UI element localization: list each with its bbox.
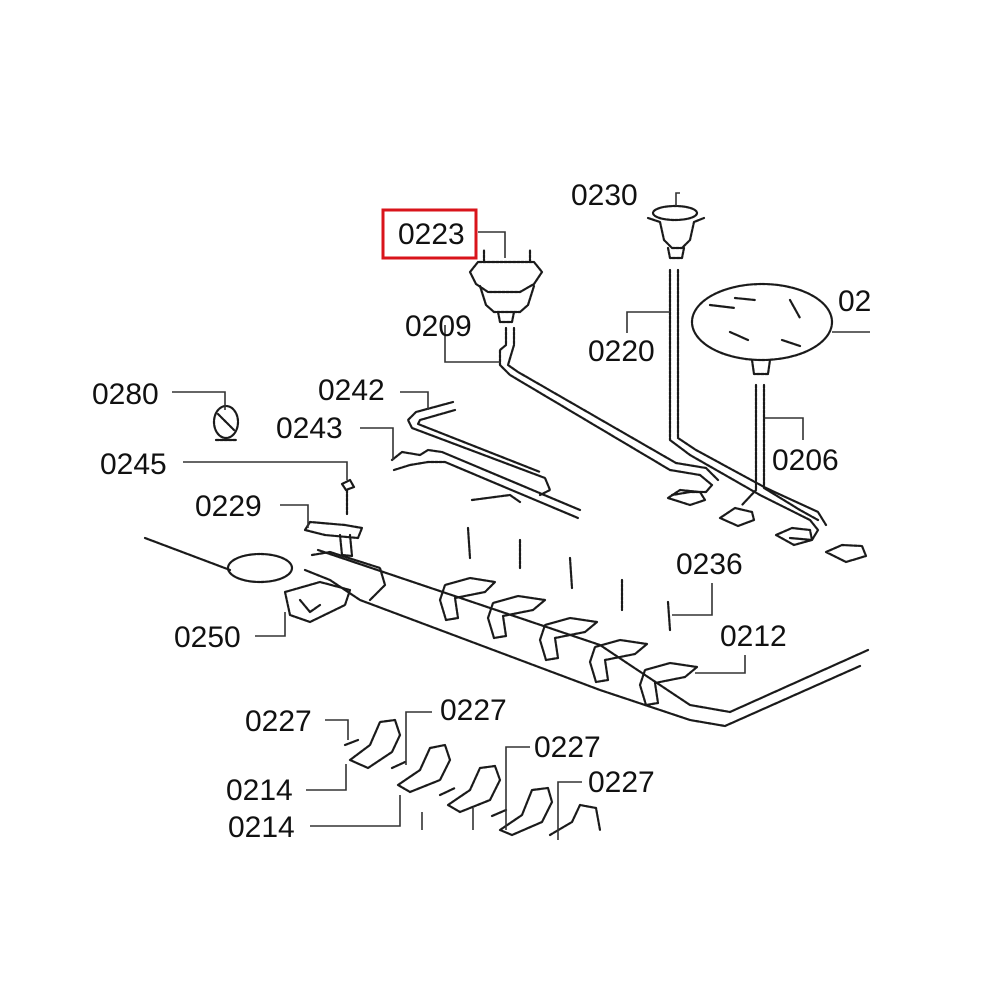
- right-crop: [870, 200, 1000, 720]
- leader-0236: [672, 583, 713, 616]
- label-0245[interactable]: 0245: [100, 448, 167, 481]
- label-0206[interactable]: 0206: [772, 444, 839, 477]
- label-0236[interactable]: 0236: [676, 548, 743, 581]
- leader-0209: [444, 325, 500, 363]
- part-0229-bracket[interactable]: [303, 520, 364, 558]
- leader-0280: [172, 391, 226, 410]
- label-0220[interactable]: 0220: [588, 335, 655, 368]
- label-0212[interactable]: 0212: [720, 620, 787, 653]
- label-0227-c[interactable]: 0227: [534, 731, 601, 764]
- leader-0227d: [557, 781, 582, 840]
- label-0214-a[interactable]: 0214: [226, 774, 293, 807]
- label-02-partial[interactable]: 02: [838, 285, 871, 318]
- leader-0242: [400, 391, 429, 410]
- label-0229[interactable]: 0229: [195, 490, 262, 523]
- part-0245-screw[interactable]: [340, 478, 356, 517]
- leader-0223: [478, 231, 506, 258]
- leader-0250: [255, 612, 286, 637]
- label-0227-a[interactable]: 0227: [245, 705, 312, 738]
- leader-0245: [183, 461, 348, 480]
- part-0220-gas-pipe[interactable]: [668, 268, 828, 542]
- leader-0214b: [310, 795, 401, 827]
- highlight-box-0223: [381, 208, 478, 260]
- leader-0229: [280, 504, 309, 528]
- leader-0243: [360, 427, 394, 460]
- part-0214-valves[interactable]: [343, 718, 602, 837]
- bottom-crop: [0, 852, 1000, 1000]
- leader-0206: [765, 417, 804, 440]
- part-0243-pipe-fitting[interactable]: [390, 448, 582, 520]
- leader-0220: [626, 311, 670, 333]
- part-0223-burner-cup[interactable]: [468, 248, 544, 324]
- part-injectors-right[interactable]: [666, 488, 868, 564]
- part-gas-manifold-rail[interactable]: [303, 548, 870, 728]
- label-0214-b[interactable]: 0214: [228, 811, 295, 844]
- leader-0230: [675, 192, 680, 206]
- label-0250[interactable]: 0250: [174, 621, 241, 654]
- part-burner-plate[interactable]: [690, 282, 834, 376]
- part-0230-burner-top[interactable]: [646, 204, 706, 260]
- part-0242-pipe[interactable]: [406, 400, 552, 497]
- part-0280-knob[interactable]: [212, 404, 240, 442]
- part-0206-gas-pipe[interactable]: [740, 383, 820, 522]
- label-0230[interactable]: 0230: [571, 179, 638, 212]
- leader-0227c: [505, 746, 530, 830]
- leader-0214a: [306, 764, 347, 791]
- label-0209[interactable]: 0209: [405, 310, 472, 343]
- label-0223[interactable]: 0223: [398, 218, 465, 251]
- leader-0227a: [325, 719, 349, 740]
- part-0250-valve[interactable]: [143, 536, 352, 624]
- label-0242[interactable]: 0242: [318, 374, 385, 407]
- label-0227-b[interactable]: 0227: [440, 694, 507, 727]
- label-0243[interactable]: 0243: [276, 412, 343, 445]
- leader-0227b: [405, 711, 432, 765]
- part-0236-screws[interactable]: [466, 526, 672, 632]
- part-0212-clamps[interactable]: [438, 576, 699, 707]
- leader-lines: [172, 192, 870, 840]
- leader-0212: [695, 655, 746, 674]
- label-0227-d[interactable]: 0227: [588, 766, 655, 799]
- label-0280[interactable]: 0280: [92, 378, 159, 411]
